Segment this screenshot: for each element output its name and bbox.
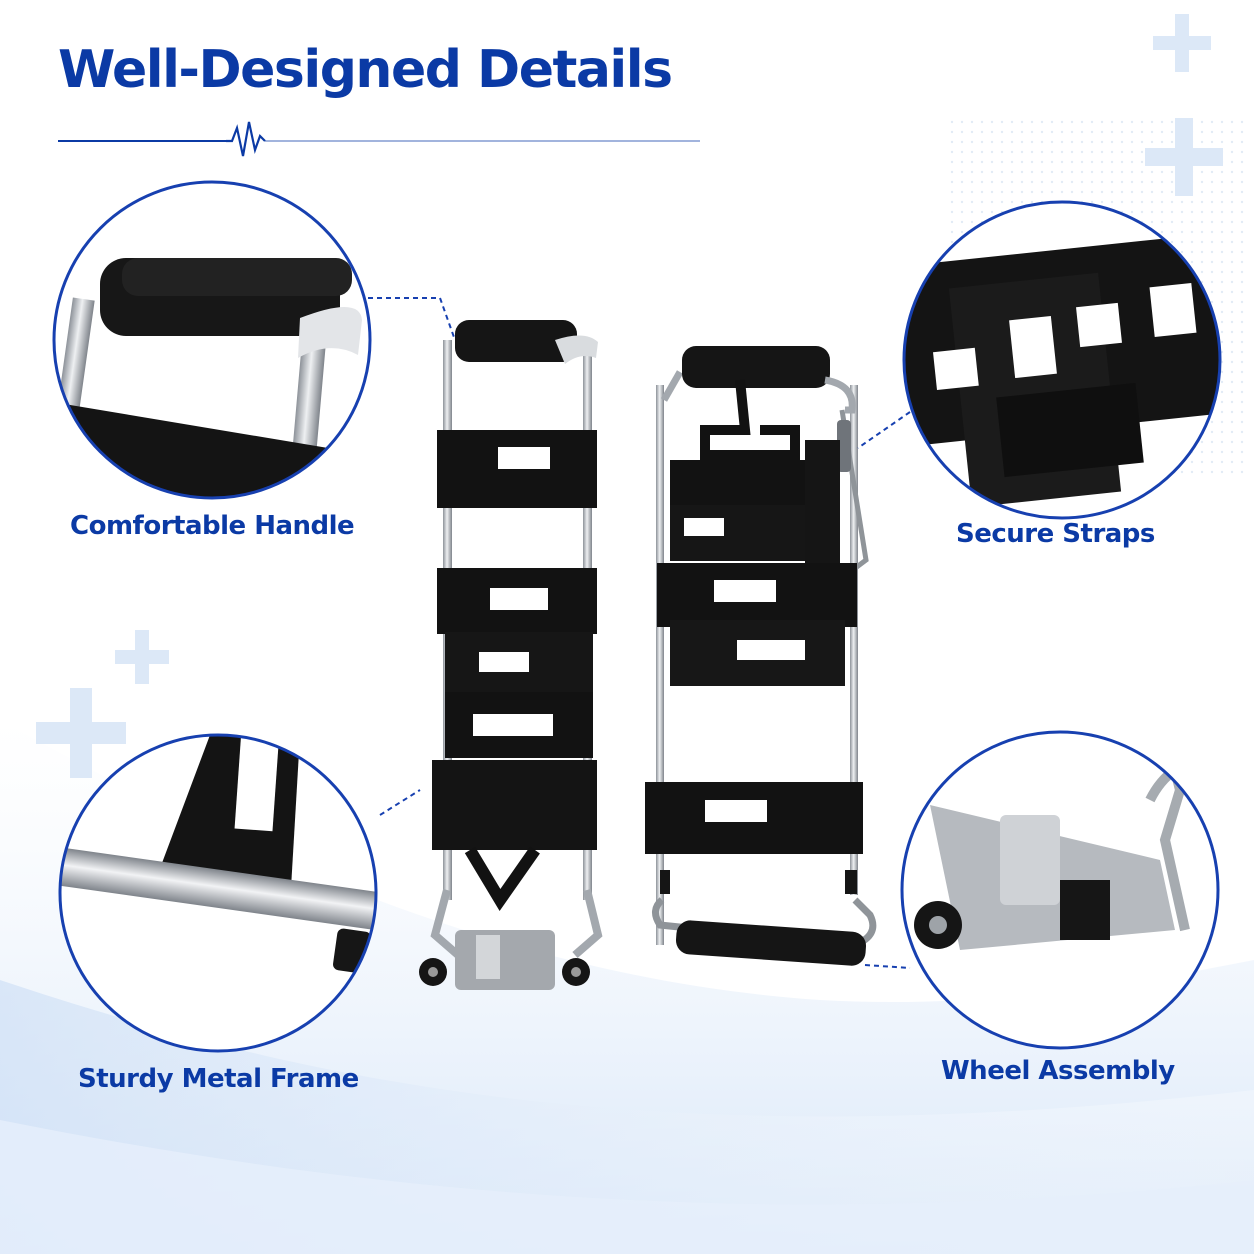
feature-label-handle: Comfortable Handle bbox=[70, 511, 355, 541]
stretcher-left-half bbox=[419, 320, 603, 990]
stretcher-right-half bbox=[645, 346, 877, 966]
page-title: Well-Designed Details bbox=[58, 40, 673, 100]
frame-detail-circle bbox=[58, 733, 378, 1053]
wheel-detail-circle bbox=[900, 730, 1220, 1050]
feature-label-straps: Secure Straps bbox=[956, 519, 1155, 549]
handle-detail-circle bbox=[52, 180, 372, 500]
feature-label-wheel: Wheel Assembly bbox=[941, 1056, 1175, 1086]
feature-label-frame: Sturdy Metal Frame bbox=[78, 1064, 359, 1094]
straps-detail-circle bbox=[902, 200, 1222, 520]
